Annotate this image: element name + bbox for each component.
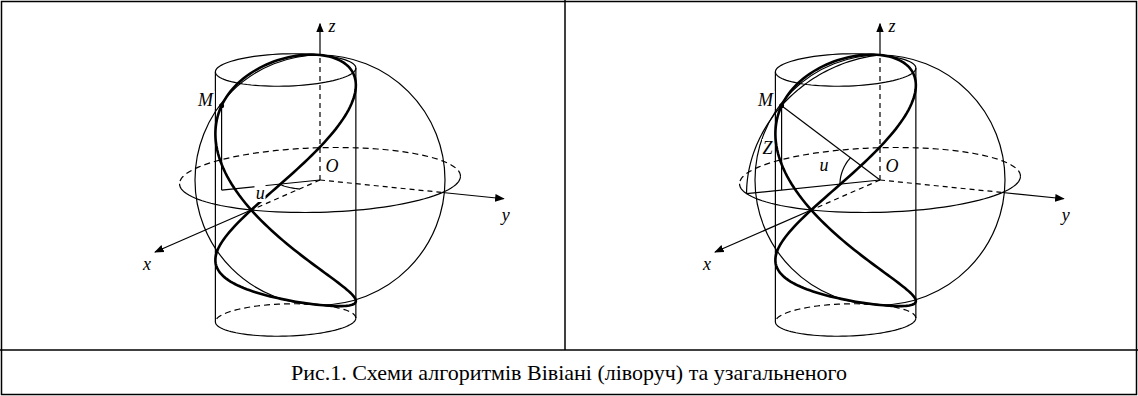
z-axis [879, 24, 880, 55]
point-marker [779, 103, 784, 108]
figure-caption: Рис.1. Схеми алгоритмів Вівіані (ліворуч… [291, 360, 847, 386]
table-row-line [0, 349, 1138, 351]
y-axis-inner [320, 180, 443, 193]
z-axis [319, 24, 320, 55]
axis-label: x [142, 255, 152, 273]
axis-label: z [887, 17, 896, 35]
axis-label: x [702, 255, 712, 273]
y-axis [1003, 193, 1064, 199]
x-axis-inner [811, 180, 880, 210]
sphere-outline [195, 55, 445, 305]
viviani-curve [775, 55, 915, 307]
height-line [781, 106, 782, 190]
cylinder-side [215, 72, 216, 322]
point-marker [219, 103, 224, 108]
point-label: O [885, 157, 900, 175]
meridian-arc [747, 55, 880, 194]
viviani-curve [215, 55, 355, 307]
y-axis-inner [880, 180, 1003, 193]
angle-arc [280, 184, 299, 189]
cylinder-side [775, 72, 776, 322]
point-label: O [325, 157, 340, 175]
z-axis-inner [319, 55, 320, 180]
table-column-line [564, 0, 566, 350]
angle-label: u [819, 156, 830, 174]
caption-cell: Рис.1. Схеми алгоритмів Вівіані (ліворуч… [0, 351, 1138, 395]
axis-label: y [501, 206, 511, 224]
viviani-scheme [155, 24, 504, 336]
radius-line [782, 106, 880, 180]
cylinder-side [355, 68, 356, 318]
x-axis-inner [251, 180, 320, 210]
cylinder-bottom [215, 318, 355, 336]
cylinder-side [915, 68, 916, 318]
angle-arc [840, 158, 851, 184]
generalized-scheme [715, 24, 1064, 336]
equator-radius [747, 180, 880, 194]
radius-line [222, 180, 320, 190]
z-axis-inner [879, 55, 880, 180]
point-label: M [197, 91, 214, 109]
projection-line [221, 106, 222, 190]
y-axis [443, 193, 504, 199]
height-label: Z [762, 139, 774, 157]
point-label: M [757, 91, 774, 109]
axis-label: z [327, 17, 336, 35]
x-axis [715, 210, 811, 252]
axis-label: y [1061, 206, 1071, 224]
cylinder-bottom [775, 318, 915, 336]
x-axis [155, 210, 251, 252]
angle-label: u [255, 184, 266, 202]
